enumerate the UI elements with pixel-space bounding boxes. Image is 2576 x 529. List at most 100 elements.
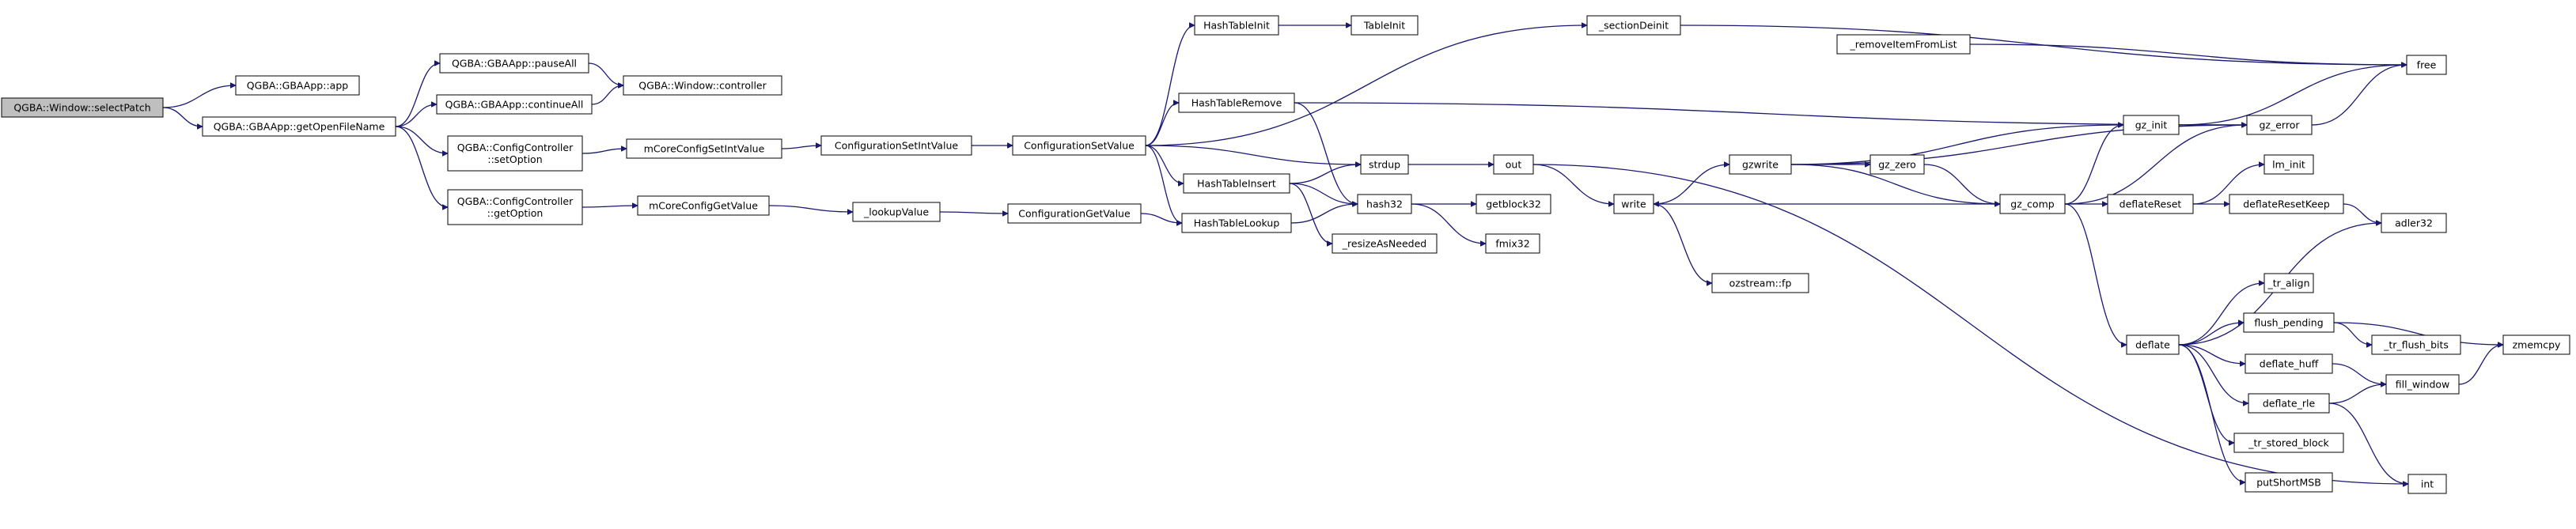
- node-TableInit[interactable]: TableInit: [1351, 15, 1419, 36]
- node-resizeAsNeeded[interactable]: _resizeAsNeeded: [1332, 233, 1438, 254]
- node-ConfigurationGetValue[interactable]: ConfigurationGetValue: [1007, 203, 1142, 224]
- node-pauseAll[interactable]: QGBA::GBAApp::pauseAll: [439, 53, 589, 74]
- node-box[interactable]: [447, 189, 583, 225]
- node-box[interactable]: [2243, 312, 2335, 333]
- node-HashTableInit[interactable]: HashTableInit: [1194, 15, 1279, 36]
- node-mCoreConfigSetIntValue[interactable]: mCoreConfigSetIntValue: [626, 138, 782, 159]
- node-box[interactable]: [1485, 233, 1540, 254]
- node-fmix32[interactable]: fmix32: [1485, 233, 1540, 254]
- node-gz_zero[interactable]: gz_zero: [1869, 154, 1925, 175]
- node-sectionDeinit[interactable]: _sectionDeinit: [1586, 15, 1681, 36]
- node-box[interactable]: [1181, 213, 1292, 233]
- node-box[interactable]: [2263, 273, 2314, 293]
- node-deflate[interactable]: deflate: [2126, 334, 2180, 355]
- node-fill_window[interactable]: fill_window: [2385, 374, 2460, 395]
- node-gz_error[interactable]: gz_error: [2246, 115, 2313, 135]
- node-box[interactable]: [1613, 194, 1654, 214]
- node-app[interactable]: QGBA::GBAApp::app: [235, 75, 360, 96]
- node-removeItemFromList[interactable]: _removeItemFromList: [1836, 34, 1971, 55]
- node-box[interactable]: [1, 97, 164, 118]
- node-box[interactable]: [1183, 173, 1290, 194]
- node-gz_comp[interactable]: gz_comp: [1999, 194, 2066, 214]
- node-ConfigurationSetValue[interactable]: ConfigurationSetValue: [1012, 135, 1146, 156]
- node-box[interactable]: [1012, 135, 1146, 156]
- node-continueAll[interactable]: QGBA::GBAApp::continueAll: [436, 94, 593, 115]
- node-box[interactable]: [1729, 154, 1792, 175]
- node-write[interactable]: write: [1613, 194, 1654, 214]
- node-gz_init[interactable]: gz_init: [2123, 115, 2180, 135]
- node-strdup[interactable]: strdup: [1360, 154, 1409, 175]
- node-box[interactable]: [1869, 154, 1925, 175]
- node-box[interactable]: [1999, 194, 2066, 214]
- node-getOpenFileName[interactable]: QGBA::GBAApp::getOpenFileName: [202, 116, 396, 137]
- node-gzwrite[interactable]: gzwrite: [1729, 154, 1792, 175]
- node-tr_align[interactable]: _tr_align: [2263, 273, 2314, 293]
- node-box[interactable]: [1711, 273, 1809, 293]
- node-box[interactable]: [626, 138, 782, 159]
- node-box[interactable]: [1332, 233, 1438, 254]
- node-box[interactable]: [2229, 194, 2344, 214]
- node-box[interactable]: [2263, 154, 2314, 175]
- node-box[interactable]: [2123, 115, 2180, 135]
- node-box[interactable]: [623, 75, 782, 96]
- node-lookupValue[interactable]: _lookupValue: [852, 202, 941, 222]
- node-box[interactable]: [2406, 55, 2447, 75]
- node-box[interactable]: [1357, 194, 1412, 214]
- node-selectPatch[interactable]: QGBA::Window::selectPatch: [1, 97, 164, 118]
- node-hash32[interactable]: hash32: [1357, 194, 1412, 214]
- node-flush_pending[interactable]: flush_pending: [2243, 312, 2335, 333]
- node-box[interactable]: [1194, 15, 1279, 36]
- node-box[interactable]: [2245, 472, 2333, 493]
- node-box[interactable]: [2246, 115, 2313, 135]
- node-deflateReset[interactable]: deflateReset: [2107, 194, 2194, 214]
- node-deflate_huff[interactable]: deflate_huff: [2245, 353, 2333, 374]
- node-putShortMSB[interactable]: putShortMSB: [2245, 472, 2333, 493]
- node-tr_stored_block[interactable]: _tr_stored_block: [2233, 433, 2344, 453]
- node-box[interactable]: [820, 135, 972, 156]
- node-getblock32[interactable]: getblock32: [1476, 194, 1551, 214]
- node-int[interactable]: int: [2407, 474, 2447, 494]
- node-box[interactable]: [235, 75, 360, 96]
- node-box[interactable]: [436, 94, 593, 115]
- node-box[interactable]: [2371, 334, 2461, 355]
- node-box[interactable]: [1476, 194, 1551, 214]
- node-HashTableLookup[interactable]: HashTableLookup: [1181, 213, 1292, 233]
- node-box[interactable]: [1178, 93, 1295, 113]
- node-out[interactable]: out: [1493, 154, 1534, 175]
- node-box[interactable]: [2126, 334, 2180, 355]
- node-box[interactable]: [2502, 334, 2570, 355]
- node-box[interactable]: [1836, 34, 1971, 55]
- node-deflateResetKeep[interactable]: deflateResetKeep: [2229, 194, 2344, 214]
- node-box[interactable]: [2385, 374, 2460, 395]
- node-HashTableRemove[interactable]: HashTableRemove: [1178, 93, 1295, 113]
- node-box[interactable]: [1493, 154, 1534, 175]
- node-box[interactable]: [1351, 15, 1419, 36]
- node-zmemcpy[interactable]: zmemcpy: [2502, 334, 2570, 355]
- node-box[interactable]: [2248, 393, 2330, 414]
- node-box[interactable]: [439, 53, 589, 74]
- node-box[interactable]: [1360, 154, 1409, 175]
- node-setOption[interactable]: QGBA::ConfigController::setOption: [447, 135, 583, 172]
- node-getOption[interactable]: QGBA::ConfigController::getOption: [447, 189, 583, 225]
- node-box[interactable]: [1007, 203, 1142, 224]
- node-HashTableInsert[interactable]: HashTableInsert: [1183, 173, 1290, 194]
- node-box[interactable]: [1586, 15, 1681, 36]
- node-free[interactable]: free: [2406, 55, 2447, 75]
- node-box[interactable]: [852, 202, 941, 222]
- node-box[interactable]: [2233, 433, 2344, 453]
- node-box[interactable]: [2407, 474, 2447, 494]
- node-box[interactable]: [2381, 213, 2447, 233]
- node-lm_init[interactable]: lm_init: [2263, 154, 2314, 175]
- node-adler32[interactable]: adler32: [2381, 213, 2447, 233]
- node-controller[interactable]: QGBA::Window::controller: [623, 75, 782, 96]
- node-ozstream_fp[interactable]: ozstream::fp: [1711, 273, 1809, 293]
- node-box[interactable]: [447, 135, 583, 172]
- node-deflate_rle[interactable]: deflate_rle: [2248, 393, 2330, 414]
- node-box[interactable]: [202, 116, 396, 137]
- node-box[interactable]: [2107, 194, 2194, 214]
- node-box[interactable]: [2245, 353, 2333, 374]
- node-mCoreConfigGetValue[interactable]: mCoreConfigGetValue: [637, 195, 770, 216]
- node-ConfigurationSetIntValue[interactable]: ConfigurationSetIntValue: [820, 135, 972, 156]
- node-box[interactable]: [637, 195, 770, 216]
- node-tr_flush_bits[interactable]: _tr_flush_bits: [2371, 334, 2461, 355]
